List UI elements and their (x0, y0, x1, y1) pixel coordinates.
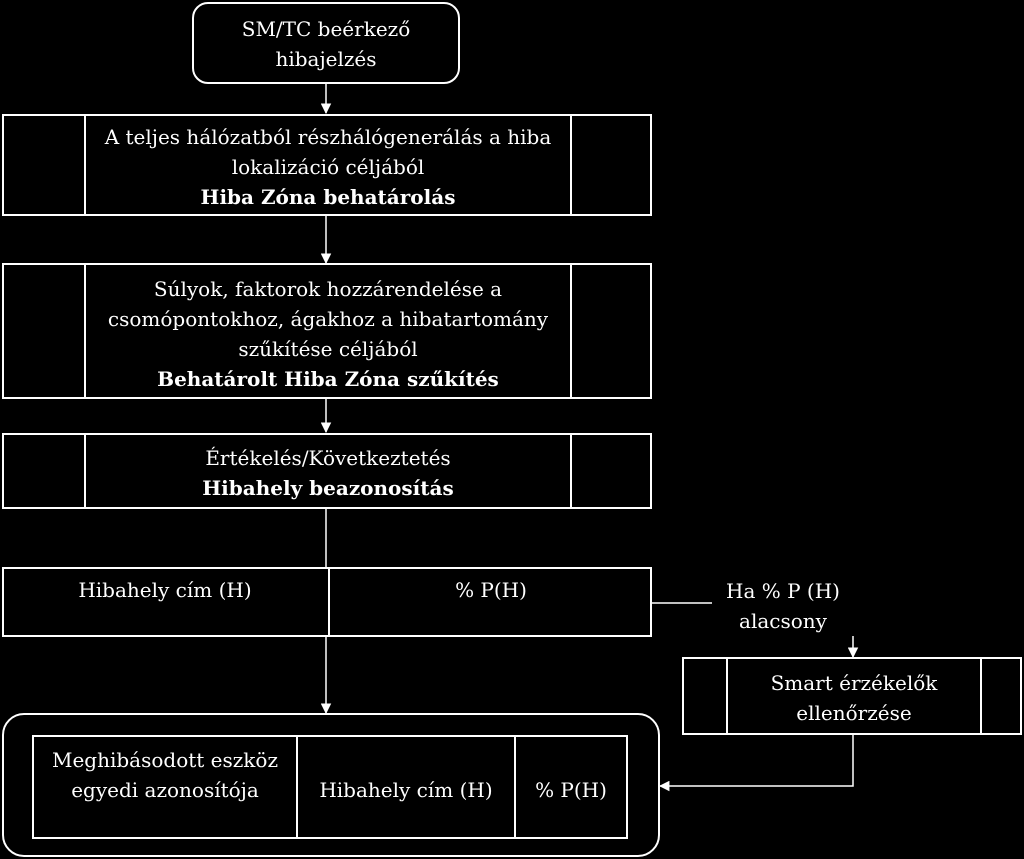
result-probability: % P(H) (455, 578, 527, 602)
smart-line1: Smart érzékelők (770, 671, 938, 695)
output-box: Meghibásodott eszköz egyedi azonosítója … (2, 713, 660, 857)
output-divider-1 (296, 737, 298, 837)
step1-title: Hiba Zóna behatárolás (200, 185, 456, 209)
output-table: Meghibásodott eszköz egyedi azonosítója … (32, 735, 628, 839)
result-row-divider (328, 569, 330, 635)
step2-left-bar (84, 265, 86, 397)
start-text: SM/TC beérkező hibajelzés (194, 14, 458, 74)
start-box: SM/TC beérkező hibajelzés (192, 2, 460, 84)
output-device-line1: Meghibásodott eszköz (51, 748, 279, 772)
condition-label: Ha % P (H) alacsony (712, 576, 854, 636)
smart-line2: ellenőrzése (796, 701, 912, 725)
step1-left-bar (84, 116, 86, 214)
smart-text: Smart érzékelők ellenőrzése (728, 668, 980, 728)
output-divider-2 (514, 737, 516, 837)
output-address: Hibahely cím (H) (319, 778, 493, 802)
step1-box: A teljes hálózatból részhálógenerálás a … (2, 114, 652, 216)
start-line2: hibajelzés (275, 47, 377, 71)
step2-right-bar (570, 265, 572, 397)
condition-line1: Ha % P (H) (726, 579, 840, 603)
step1-text: A teljes hálózatból részhálógenerálás a … (86, 122, 570, 212)
step1-line1: A teljes hálózatból részhálógenerálás a … (104, 125, 552, 149)
step3-text: Értékelés/Következtetés Hibahely beazono… (86, 443, 570, 503)
step2-title: Behatárolt Hiba Zóna szűkítés (157, 367, 499, 391)
start-line1: SM/TC beérkező (241, 17, 411, 41)
smart-left-bar (726, 659, 728, 733)
output-device-line2: egyedi azonosítója (71, 778, 259, 802)
step2-text: Súlyok, faktorok hozzárendelése a csomóp… (86, 274, 570, 394)
step3-right-bar (570, 435, 572, 507)
condition-line2: alacsony (739, 609, 827, 633)
step2-line2: csomópontokhoz, ágakhoz a hibatartomány (107, 307, 549, 331)
result-row-box: Hibahely cím (H) % P(H) (2, 567, 652, 637)
smart-sensors-box: Smart érzékelők ellenőrzése (682, 657, 1022, 735)
step3-line1: Értékelés/Következtetés (205, 446, 451, 470)
step3-box: Értékelés/Következtetés Hibahely beazono… (2, 433, 652, 509)
step2-line3: szűkítése céljából (238, 337, 418, 361)
result-address: Hibahely cím (H) (78, 578, 252, 602)
arrow-smart-to-output (658, 735, 854, 792)
output-probability: % P(H) (535, 778, 607, 802)
smart-right-bar (980, 659, 982, 733)
step1-right-bar (570, 116, 572, 214)
step1-line2: lokalizáció céljából (231, 155, 425, 179)
step2-box: Súlyok, faktorok hozzárendelése a csomóp… (2, 263, 652, 399)
step2-line1: Súlyok, faktorok hozzárendelése a (153, 277, 503, 301)
step3-left-bar (84, 435, 86, 507)
step3-title: Hibahely beazonosítás (202, 476, 454, 500)
output-device-id: Meghibásodott eszköz egyedi azonosítója (34, 745, 296, 805)
